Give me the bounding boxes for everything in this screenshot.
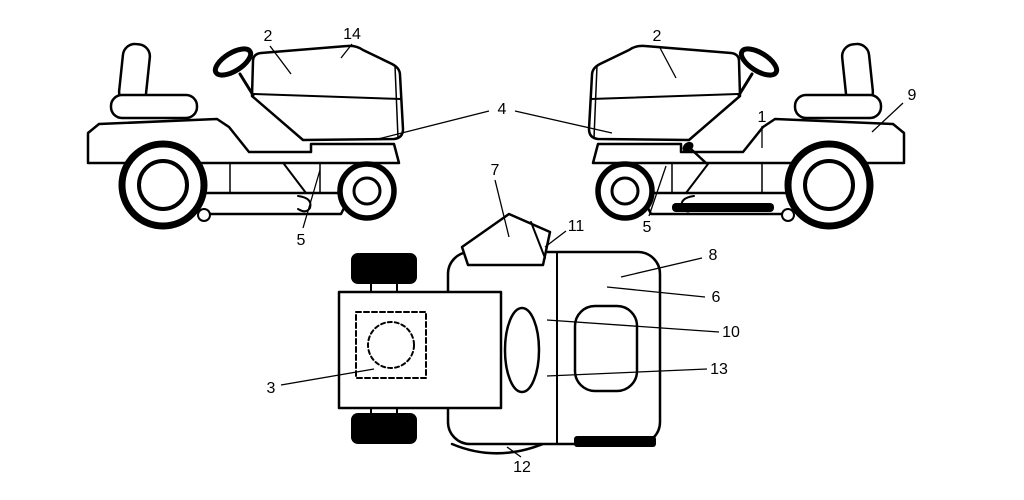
tractor-right-side-view	[589, 43, 904, 226]
lift-lever	[690, 148, 708, 165]
callout-leader-13	[546, 368, 708, 377]
engine-mount-dashed	[355, 311, 427, 379]
seat-top	[573, 304, 639, 393]
callout-label-14: 14	[343, 26, 361, 43]
callout-leader-7	[494, 179, 510, 238]
callout-leader-12	[506, 446, 522, 458]
callouts-layer: 2 14 4 5 2 1 9 5 7 11 8 6 10 13 3 12	[264, 26, 917, 476]
axle-links	[370, 283, 398, 414]
lift-lever-knob	[682, 141, 694, 153]
front-wheel-right-top	[351, 413, 417, 444]
callout-label-2: 2	[653, 28, 662, 45]
callout-label-10: 10	[722, 324, 740, 341]
callout-label-5: 5	[643, 219, 652, 236]
callout-leader-6	[606, 286, 706, 298]
callout-label-11: 11	[568, 218, 585, 235]
console-edge-line	[530, 221, 546, 259]
front-wheel-left-top	[351, 253, 417, 284]
callout-leader-5	[648, 165, 667, 217]
tractor-left-side-view	[88, 43, 403, 226]
callout-leader-4	[514, 110, 613, 134]
rear-bumper-bar	[574, 436, 656, 447]
callout-label-1: 1	[758, 109, 767, 126]
callout-leader-10	[546, 319, 720, 333]
callout-label-5: 5	[297, 232, 306, 249]
callout-label-3: 3	[267, 380, 276, 397]
callout-label-13: 13	[710, 361, 728, 378]
callout-leader-5	[302, 169, 321, 229]
callout-leader-3	[280, 368, 375, 386]
callout-label-8: 8	[709, 247, 718, 264]
callout-leader-4	[373, 110, 490, 141]
callout-leader-2	[658, 45, 677, 79]
tractor-top-view	[337, 212, 662, 455]
callout-label-12: 12	[513, 459, 531, 476]
callout-label-2: 2	[264, 28, 273, 45]
deck-shadow-bar	[672, 203, 774, 212]
steering-console	[460, 212, 552, 267]
callout-label-4: 4	[498, 101, 507, 118]
steering-wheel-top	[503, 306, 541, 394]
callout-leader-9	[871, 102, 904, 133]
callout-leader-11	[544, 230, 567, 248]
engine-compartment	[337, 290, 503, 410]
callout-leader-14	[340, 43, 353, 59]
callout-leader-8	[620, 257, 703, 278]
engine-pulley-dashed	[367, 321, 415, 369]
callout-label-7: 7	[491, 162, 500, 179]
callout-label-6: 6	[712, 289, 721, 306]
callout-label-9: 9	[908, 87, 917, 104]
callout-leader-2	[269, 45, 292, 75]
